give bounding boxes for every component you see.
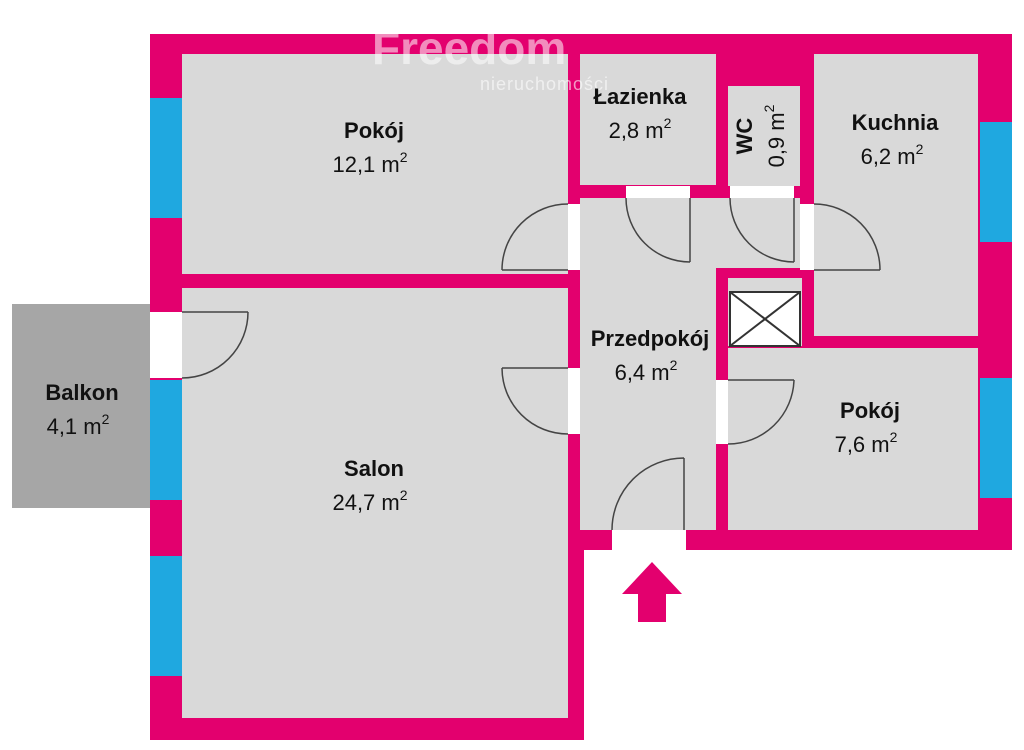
label-kuchnia-area: 6,2 m2	[861, 141, 924, 169]
label-przedpokoj-area: 6,4 m2	[615, 357, 678, 385]
windows	[150, 98, 1012, 676]
label-salon-name: Salon	[344, 456, 404, 481]
logo: Freedom nieruchomości	[372, 22, 609, 94]
floor-pokoj-1	[182, 54, 568, 274]
label-wc-name: WC	[732, 118, 757, 155]
window-pokoj-2	[980, 378, 1012, 498]
ventilation-shaft	[729, 291, 801, 347]
door-swings	[181, 197, 881, 531]
logo-brand: Freedom	[372, 22, 566, 74]
floor-lazienka	[580, 54, 716, 185]
label-balkon-name: Balkon	[45, 380, 118, 405]
window-salon-balcony	[150, 380, 182, 500]
floor-wc	[728, 86, 800, 186]
window-pokoj-1	[150, 98, 182, 218]
window-kuchnia	[980, 122, 1012, 242]
label-pokoj-1-name: Pokój	[344, 118, 404, 143]
label-salon-area: 24,7 m2	[332, 487, 407, 515]
floor-kuchnia	[814, 54, 978, 336]
label-pokoj-2-name: Pokój	[840, 398, 900, 423]
floor-przedpokoj	[580, 198, 800, 530]
floor-balkon	[12, 304, 150, 508]
label-balkon-area: 4,1 m2	[47, 411, 110, 439]
label-lazienka-area: 2,8 m2	[609, 115, 672, 143]
floor-salon	[182, 288, 568, 718]
window-salon	[150, 556, 182, 676]
label-kuchnia-name: Kuchnia	[852, 110, 940, 135]
label-lazienka-name: Łazienka	[594, 84, 688, 109]
label-przedpokoj-name: Przedpokój	[591, 326, 710, 351]
floor-pokoj-2	[728, 348, 978, 530]
entrance-arrow-icon	[622, 562, 682, 622]
label-wc-area: 0,9 m2	[761, 104, 789, 167]
room-labels: Pokój 12,1 m2 Łazienka 2,8 m2 WC 0,9 m2 …	[45, 84, 939, 515]
logo-tagline: nieruchomości	[480, 74, 609, 94]
door-openings	[150, 186, 814, 550]
label-pokoj-1-area: 12,1 m2	[332, 149, 407, 177]
label-pokoj-2-area: 7,6 m2	[835, 429, 898, 457]
